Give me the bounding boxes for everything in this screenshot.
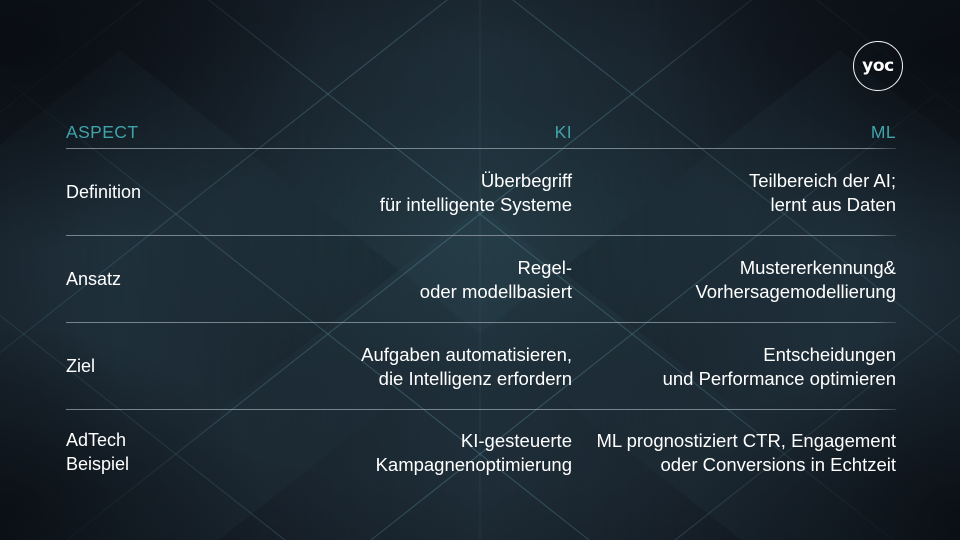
row-aspect-label: Ziel — [66, 356, 96, 377]
row-ki-value: KI-gesteuerte Kampagnenoptimierung — [375, 429, 572, 475]
comparison-table: ASPECT KI ML Definition Überbegriff für … — [66, 118, 896, 494]
table-row: Ziel Aufgaben automatisieren, die Intell… — [66, 323, 896, 409]
column-header-aspect: ASPECT — [66, 122, 139, 143]
row-ki-value: Aufgaben automatisieren, die Intelligenz… — [361, 343, 572, 389]
yoc-logo: yoc — [853, 41, 903, 91]
column-header-ki: KI — [554, 122, 572, 143]
row-divider — [66, 235, 896, 236]
column-header-ml: ML — [870, 122, 896, 143]
table-header-row: ASPECT KI ML — [66, 118, 896, 148]
row-aspect-label: Ansatz — [66, 269, 122, 290]
row-aspect-label: AdTech Beispiel — [66, 430, 130, 474]
header-divider — [66, 148, 896, 149]
row-ml-value: Teilbereich der AI; lernt aus Daten — [748, 169, 896, 215]
row-ml-value: ML prognostiziert CTR, Engagement oder C… — [596, 429, 896, 475]
row-divider — [66, 409, 896, 410]
row-ml-value: Mustererkennung& Vorhersagemodellierung — [695, 256, 896, 302]
table-row: AdTech Beispiel KI-gesteuerte Kampagneno… — [66, 410, 896, 494]
row-divider — [66, 322, 896, 323]
table-row: Definition Überbegriff für intelligente … — [66, 149, 896, 235]
row-ml-value: Entscheidungen und Performance optimiere… — [662, 343, 896, 389]
row-aspect-label: Definition — [66, 182, 142, 203]
row-ki-value: Regel- oder modellbasiert — [419, 256, 572, 302]
row-ki-value: Überbegriff für intelligente Systeme — [379, 169, 572, 215]
yoc-logo-text: yoc — [862, 56, 894, 76]
table-row: Ansatz Regel- oder modellbasiert Mustere… — [66, 236, 896, 322]
